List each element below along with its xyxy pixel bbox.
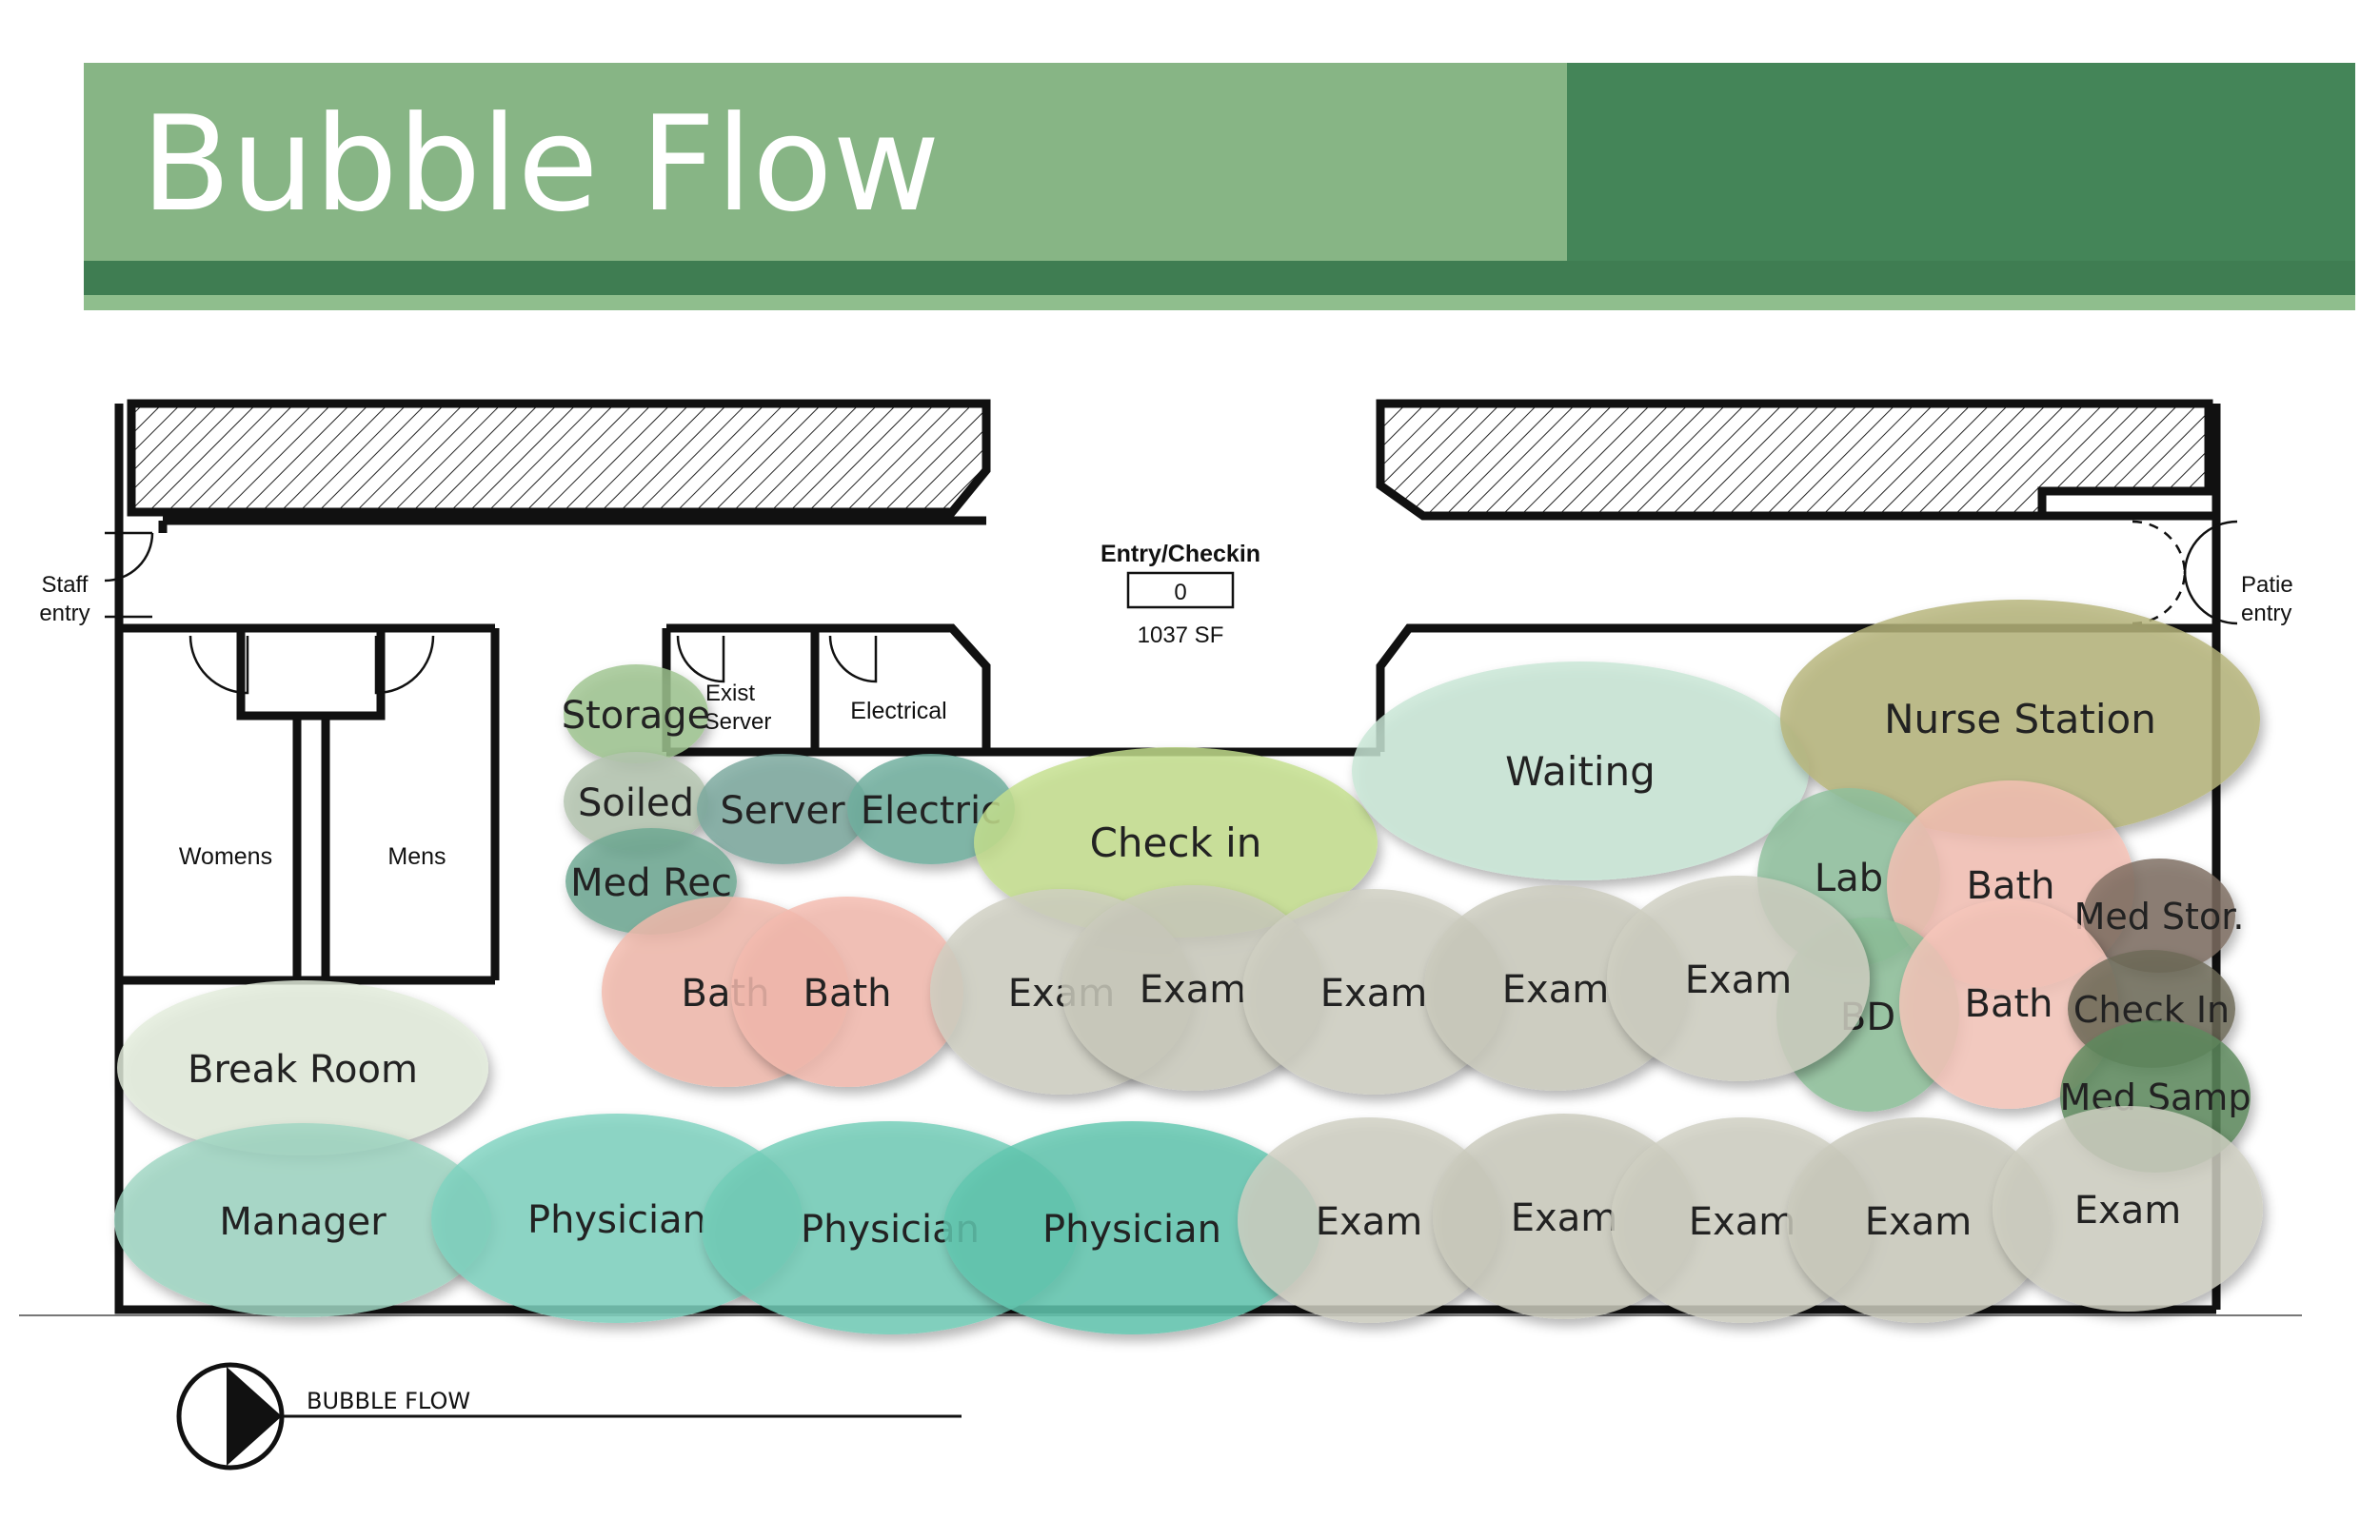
bubble-shape (731, 897, 963, 1087)
bubble-physician: Physician (943, 1121, 1320, 1334)
bubble-shape (943, 1121, 1320, 1334)
banner-rule (84, 295, 2355, 310)
exist-server-label: Exist (705, 681, 755, 706)
bubble-label: Med Rec (570, 861, 732, 905)
bubble-label: Soiled (578, 781, 694, 825)
caption-label: BUBBLE FLOW (307, 1388, 470, 1414)
staff-entry-label: Staff (42, 572, 89, 598)
bubble-label: Waiting (1505, 748, 1656, 795)
bubble-physician: Physician (431, 1114, 803, 1323)
bubble-soiled: Soiled (564, 752, 708, 851)
banner-band (84, 261, 2355, 295)
bubble-shape (1607, 876, 1870, 1081)
title-banner: Bubble Flow (84, 63, 2355, 310)
electrical-label: Electrical (850, 698, 946, 724)
bubble-label: Physician (527, 1198, 706, 1242)
bubble-label: Exam (1316, 1200, 1422, 1244)
bubble-shape (564, 752, 708, 851)
bubble-med-stor: Med Stor. (2074, 859, 2245, 973)
page-title: Bubble Flow (141, 88, 940, 241)
bubble-exam: Exam (1238, 1117, 1500, 1323)
bubble-shape (1993, 1106, 2263, 1312)
bubble-electric: Electric (847, 754, 1015, 864)
bubble-server: Server (697, 754, 868, 864)
bubble-shape (117, 980, 488, 1155)
bubble-label: Exam (1320, 972, 1427, 1016)
bubble-label: Exam (1140, 968, 1246, 1012)
bubble-label: Exam (1685, 958, 1792, 1002)
banner-light (84, 63, 1567, 261)
bubble-exam: Exam (1607, 876, 1870, 1081)
caption: BUBBLE FLOW (176, 1362, 962, 1471)
bubble-label: Nurse Station (1884, 696, 2156, 742)
bubble-label: Server (720, 789, 845, 833)
bubble-shape (114, 1123, 491, 1317)
bubble-shape (1238, 1117, 1500, 1323)
bubble-shape (1787, 1117, 2050, 1323)
bubble-shape (697, 754, 868, 864)
bubble-label: Exam (1865, 1200, 1972, 1244)
entry-area: 1037 SF (1138, 622, 1224, 648)
bubble-break-room: Break Room (117, 980, 488, 1155)
bubble-manager: Manager (114, 1123, 491, 1317)
bubble-label: Check in (1090, 819, 1262, 866)
bubble-shape (1899, 899, 2118, 1109)
bubble-shape (1352, 661, 1809, 880)
bubble-waiting: Waiting (1352, 661, 1809, 880)
patient-entry-label-2: entry (2241, 601, 2291, 626)
entry-count: 0 (1174, 580, 1186, 605)
bubble-label: Exam (2074, 1189, 2181, 1233)
staff-entry-label-2: entry (39, 601, 89, 626)
bubble-shape (431, 1114, 803, 1323)
exist-server-label-2: Server (704, 709, 772, 735)
bubble-shape (847, 754, 1015, 864)
entry-count-box (1126, 571, 1235, 609)
bubble-label: Exam (1502, 968, 1609, 1012)
bubble-shape (1780, 600, 2260, 838)
bubble-label: Exam (1511, 1196, 1617, 1240)
bubble-bath: Bath (731, 897, 963, 1087)
bubble-label: Med Stor. (2074, 896, 2245, 938)
door-swings (104, 520, 2238, 695)
patient-entry-label: Patie (2241, 572, 2293, 598)
womens-label: Womens (179, 843, 272, 870)
bubble-label: Break Room (188, 1048, 418, 1092)
bubble-label: Physician (1042, 1208, 1221, 1252)
banner-dark (1567, 63, 2355, 261)
section-marker-arrow-icon (227, 1367, 282, 1466)
bubble-label: Bath (1965, 982, 2053, 1026)
bubble-label: Bath (803, 972, 892, 1016)
bubble-label: Storage (562, 694, 711, 738)
bubble-shape (564, 664, 708, 763)
hatched-structures (127, 399, 2213, 521)
entry-label: Entry/Checkin (1101, 541, 1260, 567)
mens-label: Mens (387, 843, 446, 870)
bubble-nurse-station: Nurse Station (1780, 600, 2260, 838)
bubble-bath: Bath (1899, 899, 2118, 1109)
bubble-exam: Exam (1787, 1117, 2050, 1323)
bubble-shape (2083, 859, 2235, 973)
bubble-label: Exam (1689, 1200, 1795, 1244)
bubble-exam: Exam (1993, 1106, 2263, 1312)
bubble-label: Lab (1815, 857, 1883, 900)
bubble-storage: Storage (562, 664, 711, 763)
bubble-label: Manager (219, 1200, 387, 1244)
